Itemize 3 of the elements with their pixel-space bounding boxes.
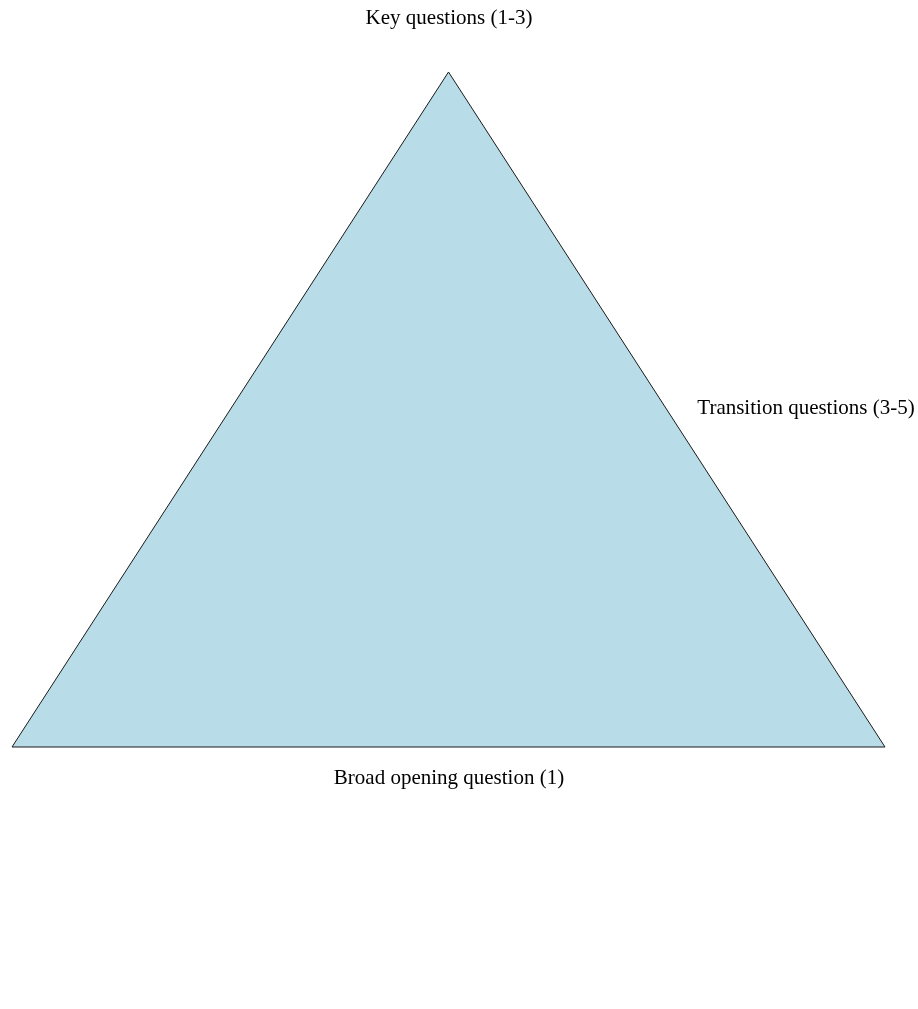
triangle-label: Broad opening question (1) xyxy=(332,764,566,791)
triangle-label: Transition questions (3-5) xyxy=(696,394,916,421)
triangle-label: Key questions (1-3) xyxy=(364,4,534,31)
